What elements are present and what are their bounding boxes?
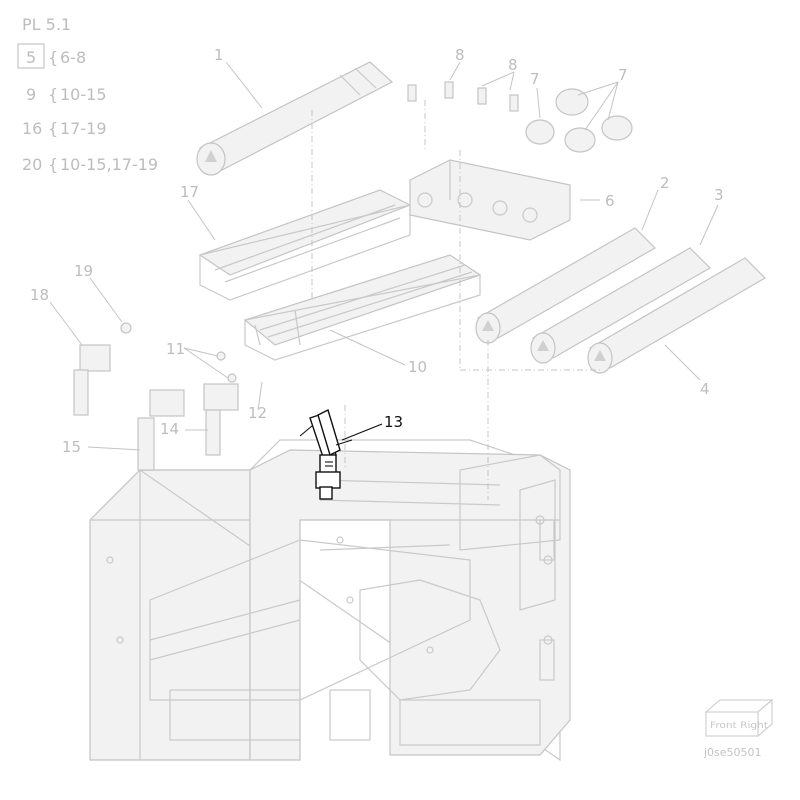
printer-frame (89, 439, 571, 762)
legend-key-box (17, 43, 45, 69)
callout-7a: 7 (530, 70, 540, 88)
part-14-connector (203, 383, 239, 456)
callout-6: 6 (605, 192, 615, 210)
callout-17: 17 (180, 183, 199, 201)
part-18-connector (73, 344, 111, 416)
callout-8a: 8 (455, 46, 465, 64)
legend-range-1: 10-15 (60, 85, 107, 104)
callout-7b: 7 (618, 66, 628, 84)
callout-12: 12 (248, 404, 267, 422)
legend: PL 5.1 5 { 6-8 9 { 10-15 16 { 17-19 20 {… (17, 15, 158, 174)
callout-8b: 8 (508, 56, 518, 74)
legend-brace-0: { (48, 48, 58, 67)
legend-brace-1: { (48, 85, 58, 104)
callout-1: 1 (214, 46, 224, 64)
callout-14: 14 (160, 420, 179, 438)
part-6-assembly (409, 159, 571, 241)
callout-4: 4 (700, 380, 710, 398)
callout-13: 13 (384, 413, 403, 431)
part-3-roller (530, 247, 711, 364)
stamp-label: Front Right (710, 721, 769, 731)
legend-brace-2: { (48, 119, 58, 138)
legend-key-1: 9 (26, 85, 36, 104)
legend-key-3: 20 (22, 155, 42, 174)
part-7-gears (525, 88, 633, 153)
part-13-harness (299, 409, 341, 500)
part-15-connector (137, 389, 185, 471)
legend-range-3: 10-15,17-19 (60, 155, 158, 174)
callout-19: 19 (74, 262, 93, 280)
part-13-leader (335, 423, 383, 446)
legend-key-0: 5 (26, 48, 36, 67)
callout-11: 11 (166, 340, 185, 358)
part-8-clips (407, 81, 519, 112)
plate-title: PL 5.1 (22, 15, 71, 34)
part-19-ring (120, 322, 132, 334)
callout-15: 15 (62, 438, 81, 456)
callouts: 1 2 3 4 6 7 7 8 8 10 11 12 13 14 15 17 1… (30, 46, 724, 456)
callout-18: 18 (30, 286, 49, 304)
part-10-assembly (243, 254, 482, 361)
callout-10: 10 (408, 358, 427, 376)
figure-id: j0se50501 (703, 746, 762, 759)
legend-brace-3: { (48, 155, 58, 174)
callout-3: 3 (714, 186, 724, 204)
part-1-roller (196, 61, 394, 176)
part-2-roller (475, 227, 656, 344)
part-4-roller (587, 257, 766, 374)
legend-range-2: 17-19 (60, 119, 107, 138)
leader-lines (49, 61, 719, 500)
legend-range-0: 6-8 (60, 48, 86, 67)
orientation-stamp: Front Right (704, 698, 774, 738)
legend-key-2: 16 (22, 119, 42, 138)
callout-2: 2 (660, 174, 670, 192)
